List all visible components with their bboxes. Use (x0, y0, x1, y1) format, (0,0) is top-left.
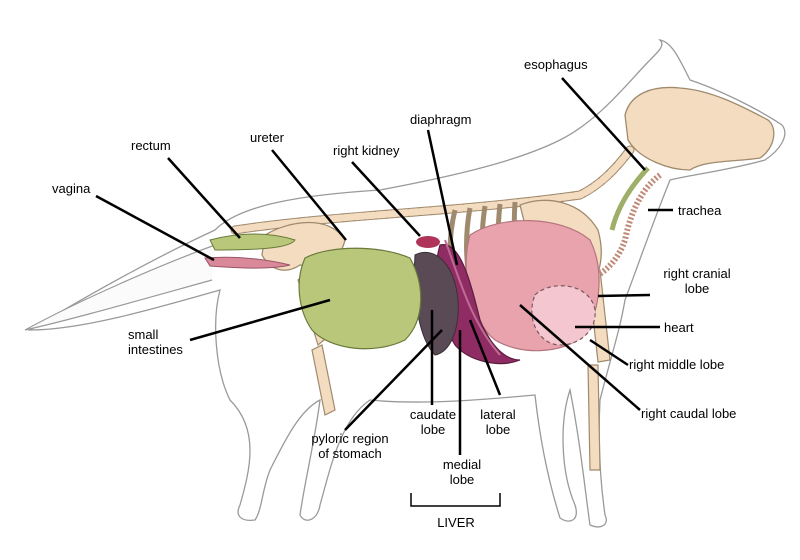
label-pyloric-region: pyloric region of stomach (311, 431, 389, 461)
leader-lines (95, 77, 673, 455)
leader-right-cranial (597, 293, 651, 298)
liver-bracket (410, 493, 501, 507)
label-medial-lobe: medial lobe (442, 457, 482, 487)
label-caudate-lobe: caudate lobe (409, 407, 457, 437)
leader-esophagus (561, 77, 646, 171)
label-liver: LIVER (437, 515, 475, 530)
leader-ureter (271, 149, 347, 241)
tail-outline (24, 244, 216, 331)
label-small-intestines: small intestines (128, 327, 183, 357)
leader-pyloric (344, 329, 443, 431)
label-rectum: rectum (131, 138, 171, 153)
leader-vagina (95, 194, 215, 262)
label-right-kidney: right kidney (333, 143, 400, 158)
kidney (416, 236, 440, 248)
label-heart: heart (664, 320, 694, 335)
intestines (298, 247, 422, 350)
label-diaphragm: diaphragm (410, 112, 472, 127)
diaphragm-line (444, 239, 501, 356)
label-lateral-lobe: lateral lobe (480, 407, 516, 437)
esophagus (609, 166, 650, 231)
leader-diaphragm (426, 129, 459, 266)
label-right-middle-lobe: right middle lobe (629, 357, 725, 372)
vagina-shape (204, 256, 291, 269)
heart-shape (531, 285, 596, 346)
trachea (596, 172, 662, 278)
label-right-caudal-lobe: right caudal lobe (641, 406, 737, 421)
leader-lateral (468, 319, 502, 396)
label-trachea: trachea (678, 203, 722, 218)
leader-right-kidney (351, 161, 421, 237)
leader-right-middle (589, 338, 629, 367)
label-right-cranial-lobe: right cranial lobe (663, 266, 731, 296)
label-esophagus: esophagus (524, 57, 588, 72)
skull (624, 86, 775, 171)
dog-body-outline (27, 39, 786, 528)
label-ureter: ureter (250, 130, 284, 145)
leader-right-caudal (519, 304, 641, 411)
leader-small-intestines (189, 298, 331, 342)
leader-rectum (167, 157, 241, 239)
label-vagina: vagina (52, 181, 91, 196)
